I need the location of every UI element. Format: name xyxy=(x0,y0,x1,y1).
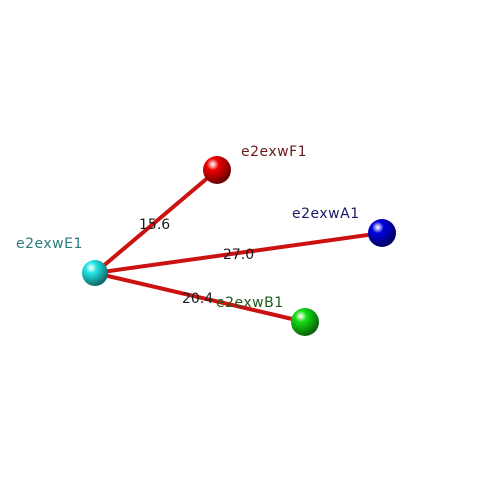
edge-e2exwE1-e2exwA1 xyxy=(93,231,384,275)
edges-layer xyxy=(93,168,384,324)
edge-labels-layer: 15.6 27.0 20.4 xyxy=(139,217,254,307)
node-label-e2exwA1: e2exwA1 xyxy=(292,206,360,222)
node-label-e2exwF1: e2exwF1 xyxy=(241,144,307,160)
edge-label-e2exwE1-e2exwF1: 15.6 xyxy=(139,217,170,233)
node-e2exwA1 xyxy=(368,219,396,247)
node-e2exwF1 xyxy=(203,156,231,184)
edge-label-e2exwE1-e2exwB1: 20.4 xyxy=(182,291,213,307)
edge-e2exwE1-e2exwB1 xyxy=(93,271,307,324)
node-e2exwB1 xyxy=(291,308,319,336)
node-label-e2exwE1: e2exwE1 xyxy=(16,236,83,252)
node-label-e2exwB1: e2exwB1 xyxy=(216,295,284,311)
edge-e2exwE1-e2exwF1 xyxy=(93,168,219,275)
node-labels-layer: e2exwE1 e2exwF1 e2exwA1 e2exwB1 xyxy=(16,144,360,311)
edge-label-e2exwE1-e2exwA1: 27.0 xyxy=(223,247,254,263)
nodes-layer xyxy=(82,156,396,336)
node-e2exwE1 xyxy=(82,260,108,286)
